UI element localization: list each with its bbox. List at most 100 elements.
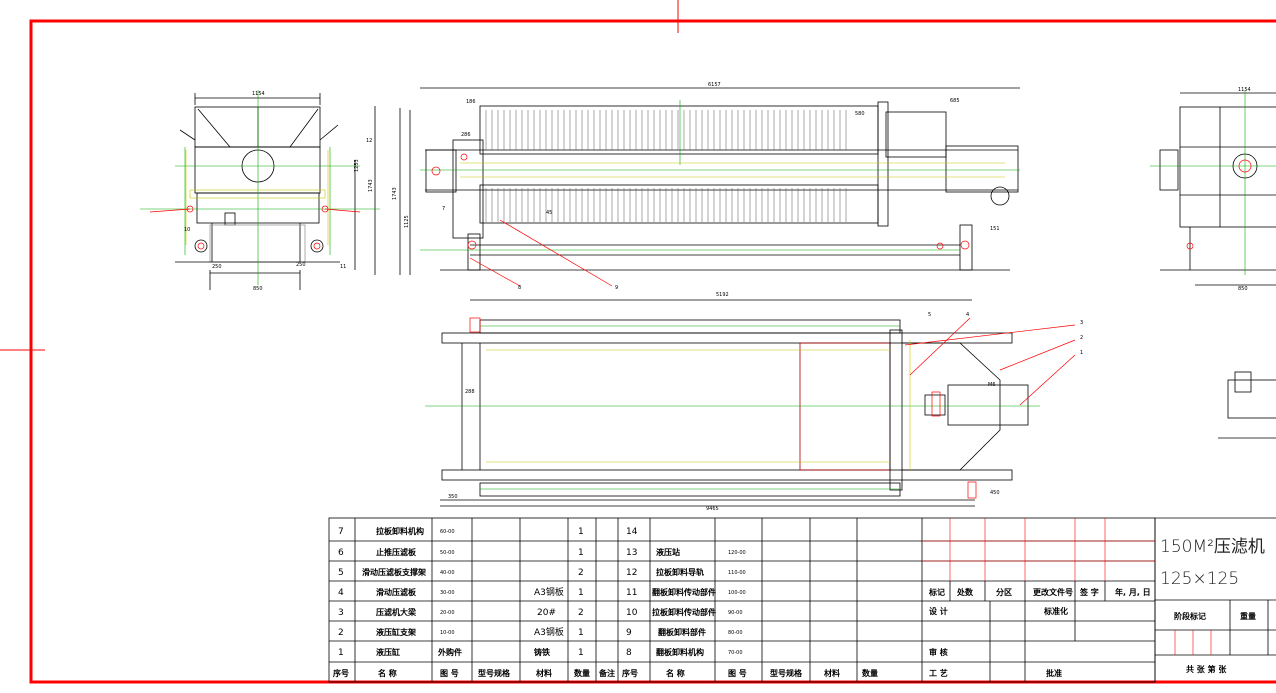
dim-a45: 45	[546, 210, 552, 216]
dim-side-width: 1154	[252, 91, 265, 97]
row7-name: 拉板卸料机构	[376, 526, 424, 536]
dim-plan-fork: M6	[988, 382, 996, 388]
row13-no: 13	[626, 548, 637, 558]
dim-r580: 580	[855, 111, 865, 117]
dim-plan-total: 9465	[706, 506, 719, 512]
right-side-view	[1159, 92, 1276, 439]
dim-r685: 685	[950, 98, 960, 104]
row13-name: 液压站	[656, 547, 680, 557]
tb-sheets: 共 张 第 张	[1186, 664, 1227, 674]
row4-code: 30-00	[440, 590, 455, 596]
row2-no: 2	[338, 628, 344, 638]
dim-plan-l: 288	[465, 389, 475, 395]
row3-no: 3	[338, 608, 344, 618]
dim-front-beam: 5192	[716, 292, 729, 298]
tb-std: 标准化	[1043, 606, 1068, 616]
hdr-material: 材料	[536, 668, 552, 678]
row1-code: 外购件	[438, 647, 462, 657]
row5-qty: 2	[578, 568, 584, 578]
hdr-qty: 数量	[574, 668, 590, 678]
tb-sign: 签 字	[1079, 587, 1099, 597]
row10-name: 拉板卸料传动部件	[652, 607, 716, 617]
left-side-dim-labels: 1154 1253 1743 850 250 250 12 10 11	[184, 91, 374, 292]
bom-rows-right: 14 13 液压站 120-00 12 拉板卸料导轨 110-00 11 翻板卸…	[622, 527, 878, 678]
row1-no: 1	[338, 648, 344, 658]
hdr2-qty: 数量	[862, 668, 878, 678]
row3-code: 20-00	[440, 610, 455, 616]
row5-code: 40-00	[440, 570, 455, 576]
bom-rows-left: 7 拉板卸料机构 60-00 1 6 止推压滤板 50-00 1 5 滑动压滤板…	[333, 526, 615, 678]
callout-2: 2	[1080, 335, 1083, 341]
row8-no: 8	[626, 648, 632, 658]
row1-material: 铸铁	[534, 647, 550, 657]
hdr2-material: 材料	[824, 668, 840, 678]
left-side-red	[149, 205, 361, 250]
tb-check: 审 核	[929, 647, 948, 657]
right-side-centerlines	[1150, 90, 1276, 275]
row1-name: 液压缸	[376, 647, 400, 657]
front-red-details	[431, 153, 970, 287]
row1-qty: 1	[578, 648, 584, 658]
row7-code: 60-00	[440, 529, 455, 535]
row3-material: 20#	[537, 608, 556, 618]
dim-front-total: 6157	[708, 82, 721, 88]
front-hidden	[460, 162, 1005, 178]
left-side-hidden	[185, 150, 329, 245]
dim-side-h1: 1253	[354, 159, 360, 172]
row3-qty: 2	[578, 608, 584, 618]
dim-side-foot: 250	[212, 264, 222, 270]
dim-plan-left: 350	[448, 494, 458, 500]
left-side-centerlines	[140, 90, 380, 285]
row13-code: 120-00	[728, 550, 746, 556]
dim-a151: 151	[990, 226, 1000, 232]
row4-material: A3钢板	[534, 586, 564, 598]
row11-name: 翻板卸料传动部件	[652, 587, 716, 597]
callout-4: 4	[966, 312, 969, 318]
plan-view	[440, 319, 1029, 507]
row2-qty: 1	[578, 628, 584, 638]
row11-no: 11	[626, 588, 637, 598]
title-block: 150M²压滤机 125×125 标记 处数 分区 更改文件号 签 字 年, 月…	[928, 537, 1265, 678]
front-elevation	[399, 87, 1020, 301]
callout-9: 9	[615, 285, 618, 291]
plan-red-details	[469, 317, 1076, 499]
row9-no: 9	[626, 628, 632, 638]
row9-code: 80-00	[728, 630, 743, 636]
plan-dim-labels: 9465 288 450 350 M6 3 2 1 5 4	[448, 312, 1083, 512]
callout-1: 1	[1080, 350, 1083, 356]
front-plates	[485, 110, 847, 222]
row7-no: 7	[338, 527, 344, 537]
right-side-dim-labels: 1154 850	[1238, 87, 1251, 292]
tb-design: 设 计	[929, 606, 948, 616]
hdr-spec: 型号规格	[478, 668, 511, 678]
dim-right-width: 1154	[1238, 87, 1251, 93]
row8-name: 翻板卸料机构	[656, 647, 704, 657]
row10-code: 90-00	[728, 610, 743, 616]
callout-3: 3	[1080, 320, 1083, 326]
plan-centerlines	[425, 325, 1040, 490]
bom-table-grid	[328, 517, 1276, 683]
dim-side-base: 850	[253, 286, 263, 292]
tb-count: 处数	[956, 587, 974, 597]
row12-no: 12	[626, 568, 637, 578]
dim-side-foot-r: 250	[296, 262, 306, 268]
front-dim-labels: 6157 186 286 5192 1125 1743 580 685 45 1…	[392, 82, 1000, 298]
row4-qty: 1	[578, 588, 584, 598]
left-side-view	[175, 93, 376, 290]
row8-code: 70-00	[728, 650, 743, 656]
dim-front-l: 186	[466, 99, 476, 105]
dim-front-h2: 1743	[392, 187, 398, 200]
tb-weight: 重量	[1240, 611, 1256, 621]
row2-code: 10-00	[440, 630, 455, 636]
row5-name: 滑动压滤板支撑架	[362, 567, 426, 577]
callout-5: 5	[928, 312, 931, 318]
tb-date: 年, 月, 日	[1115, 587, 1151, 597]
row6-name: 止推压滤板	[376, 547, 417, 557]
row10-no: 10	[626, 608, 638, 618]
dim-right-base: 850	[1238, 286, 1248, 292]
row6-code: 50-00	[440, 550, 455, 556]
row12-code: 110-00	[728, 570, 746, 576]
